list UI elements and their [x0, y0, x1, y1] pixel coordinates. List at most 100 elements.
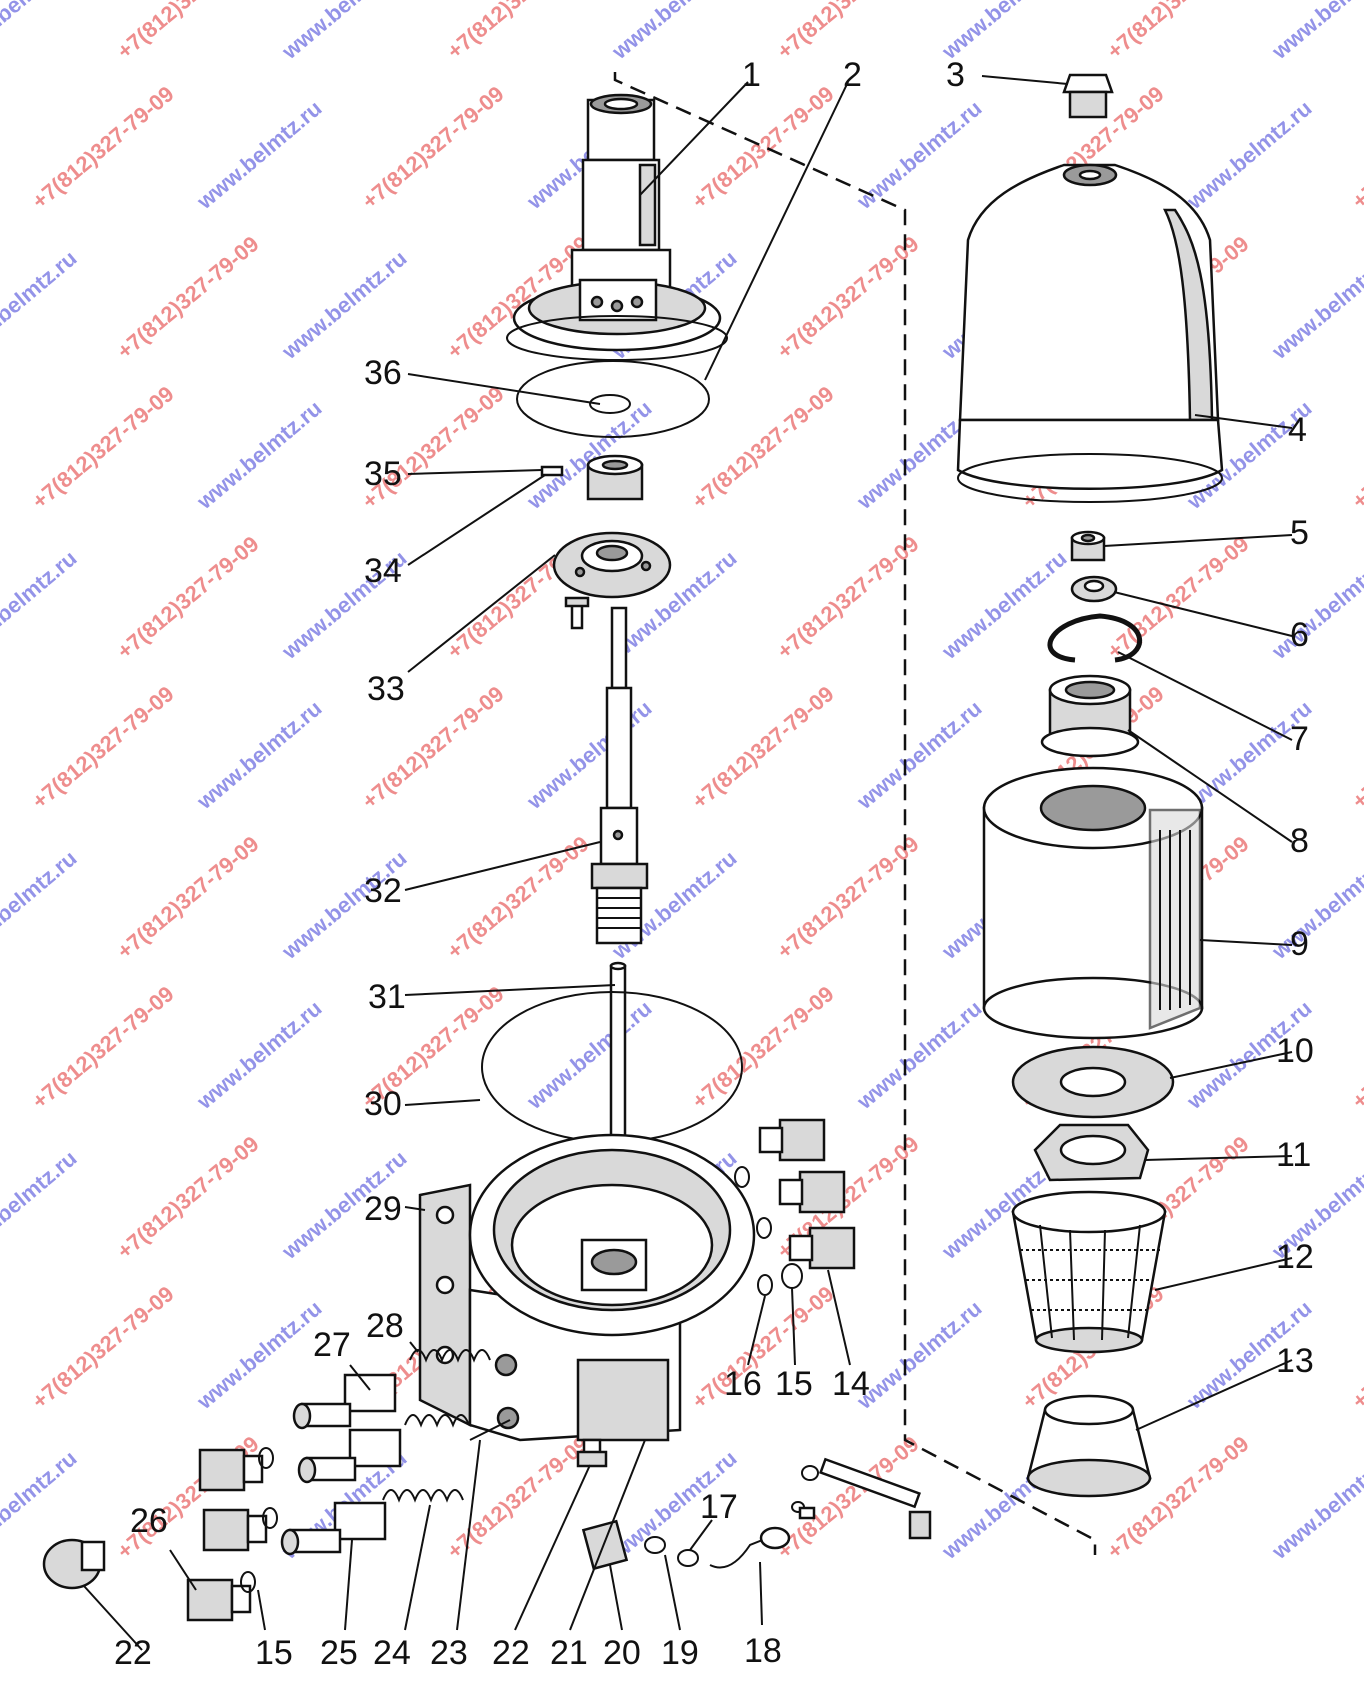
- watermark-site: www.belmtz.ru: [0, 1145, 82, 1264]
- watermark-phone: +7(812)327-79-09: [27, 381, 178, 514]
- part-11-spring-plate: [1033, 1123, 1150, 1182]
- label-19: 19: [661, 1634, 699, 1672]
- label-8: 8: [1290, 822, 1309, 860]
- watermark-site: www.belmtz.ru: [191, 1295, 326, 1414]
- part-7-snap-ring: [1047, 613, 1142, 663]
- label-3: 3: [946, 56, 965, 94]
- watermark-phone: +7(812)327-79-09: [1347, 81, 1364, 214]
- part-4-rotor-cover: [956, 163, 1224, 503]
- part-27-28-valves-springs: [280, 1349, 511, 1556]
- part-17-20-hardware: [581, 1457, 932, 1571]
- label-16: 16: [724, 1365, 762, 1403]
- part-10-gasket-disk: [1011, 1045, 1175, 1119]
- label-1: 1: [742, 56, 761, 94]
- watermark-site: www.belmtz.ru: [1266, 245, 1364, 364]
- label-36: 36: [364, 354, 402, 392]
- part-5-nut: [1070, 530, 1106, 562]
- label-12: 12: [1276, 1238, 1314, 1276]
- label-24: 24: [373, 1634, 411, 1672]
- watermark-site: www.belmtz.ru: [0, 0, 82, 64]
- label-30: 30: [364, 1085, 402, 1123]
- label-2: 2: [843, 56, 862, 94]
- watermark-phone: +7(812)327-79-09: [357, 81, 508, 214]
- watermark-phone: +7(812)327-79-09: [687, 981, 838, 1114]
- watermark-site: www.belmtz.ru: [0, 245, 82, 364]
- watermark-phone: +7(812)327-79-09: [357, 381, 508, 514]
- part-34-nut: [586, 454, 644, 501]
- watermark-phone: +7(812)327-79-09: [772, 831, 923, 964]
- watermark-phone: +7(812)327-79-09: [772, 231, 923, 364]
- watermark-site: www.belmtz.ru: [0, 845, 82, 964]
- label-14: 14: [832, 1365, 870, 1403]
- watermark-phone: +7(812)327-79-09: [687, 681, 838, 814]
- watermark-phone: +7(812)327-79-09: [112, 0, 263, 64]
- watermark-phone: +7(812)327-79-09: [1347, 1281, 1364, 1414]
- watermark-site: www.belmtz.ru: [276, 0, 411, 64]
- watermark-site: www.belmtz.ru: [521, 995, 656, 1114]
- label-23: 23: [430, 1634, 468, 1672]
- watermark-phone: +7(812)327-79-09: [1102, 531, 1253, 664]
- part-3-fitting: [1062, 73, 1114, 119]
- leader-lines: [83, 75, 1293, 1651]
- watermark-site: www.belmtz.ru: [0, 545, 82, 664]
- watermark-phone: +7(812)327-79-09: [112, 231, 263, 364]
- watermark-site: www.belmtz.ru: [1266, 1445, 1364, 1564]
- watermark-site: www.belmtz.ru: [191, 695, 326, 814]
- watermark-phone: +7(812)327-79-09: [27, 81, 178, 214]
- label-20: 20: [603, 1634, 641, 1672]
- watermark-phone: +7(812)327-79-09: [442, 1431, 593, 1564]
- watermark-phone: +7(812)327-79-09: [1102, 0, 1253, 64]
- part-22-drain-plug: [42, 1538, 106, 1590]
- watermark-phone: +7(812)327-79-09: [27, 981, 178, 1114]
- label-15-left: 15: [255, 1634, 293, 1672]
- watermark-site: www.belmtz.ru: [1266, 0, 1364, 64]
- label-15-right: 15: [775, 1365, 813, 1403]
- part-29-filter-body: [418, 1133, 756, 1468]
- label-22-left: 22: [114, 1634, 152, 1672]
- part-13-cup: [1026, 1394, 1152, 1498]
- label-9: 9: [1290, 925, 1309, 963]
- part-1-rotor-axle: [506, 93, 728, 361]
- label-17: 17: [700, 1488, 738, 1526]
- label-35: 35: [364, 455, 402, 493]
- label-34: 34: [364, 552, 402, 590]
- watermark-phone: +7(812)327-79-09: [112, 1131, 263, 1264]
- watermark-site: www.belmtz.ru: [936, 0, 1071, 64]
- watermark-site: www.belmtz.ru: [521, 695, 656, 814]
- watermark-phone: +7(812)327-79-09: [1347, 981, 1364, 1114]
- watermark-site: www.belmtz.ru: [1181, 95, 1316, 214]
- watermark-site: www.belmtz.ru: [606, 0, 741, 64]
- watermark-phone: +7(812)327-79-09: [442, 0, 593, 64]
- label-31: 31: [368, 978, 406, 1016]
- watermark-site: www.belmtz.ru: [851, 995, 986, 1114]
- part-33-flange: [552, 531, 672, 599]
- part-36-circlip: [589, 394, 631, 414]
- watermark-site: www.belmtz.ru: [191, 995, 326, 1114]
- watermark-site: www.belmtz.ru: [1266, 845, 1364, 964]
- watermark-phone: +7(812)327-79-09: [27, 681, 178, 814]
- watermark-phone: +7(812)327-79-09: [772, 531, 923, 664]
- watermark-site: www.belmtz.ru: [191, 395, 326, 514]
- label-11: 11: [1276, 1136, 1311, 1174]
- side-plugs: [186, 1447, 278, 1622]
- label-29: 29: [364, 1190, 402, 1228]
- label-13: 13: [1276, 1342, 1314, 1380]
- label-21: 21: [550, 1634, 588, 1672]
- label-7: 7: [1290, 720, 1309, 758]
- watermark-site: www.belmtz.ru: [851, 695, 986, 814]
- watermark-phone: +7(812)327-79-09: [1347, 681, 1364, 814]
- label-28: 28: [366, 1307, 404, 1345]
- label-5: 5: [1290, 514, 1309, 552]
- watermark-phone: +7(812)327-79-09: [27, 1281, 178, 1414]
- part-14-plugs: [734, 1118, 856, 1296]
- label-10: 10: [1276, 1032, 1314, 1070]
- part-32-shaft: [590, 606, 649, 945]
- label-25: 25: [320, 1634, 358, 1672]
- watermark-site: www.belmtz.ru: [276, 245, 411, 364]
- label-6: 6: [1290, 616, 1309, 654]
- label-27: 27: [313, 1326, 351, 1364]
- watermark-site: www.belmtz.ru: [851, 1295, 986, 1414]
- part-8-union-nut: [1040, 674, 1140, 758]
- label-22-bottom: 22: [492, 1634, 530, 1672]
